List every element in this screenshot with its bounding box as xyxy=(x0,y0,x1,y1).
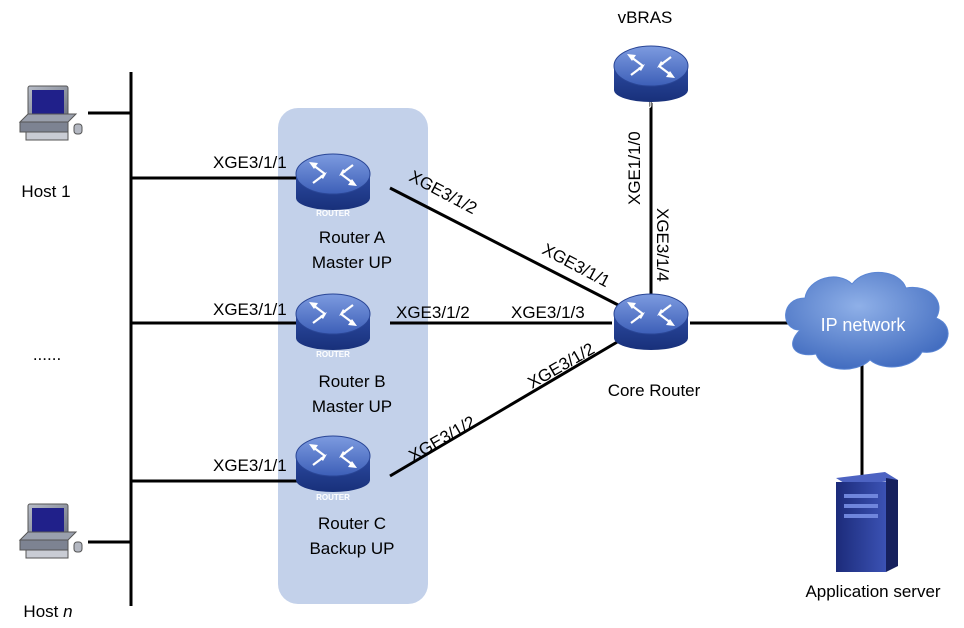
links xyxy=(88,72,864,606)
router-icon xyxy=(612,292,690,352)
port-label: XGE3/1/2 xyxy=(396,303,470,322)
application-server: Application server xyxy=(805,472,941,601)
ip-network-label: IP network xyxy=(821,315,907,335)
router-icon xyxy=(294,434,372,494)
server-icon xyxy=(836,472,898,572)
ip-network-cloud: IP network xyxy=(785,271,949,370)
port-label: XGE3/1/3 xyxy=(511,303,585,322)
router-b-name: Router B xyxy=(318,372,385,391)
router-a: ROUTER Router A Master UP xyxy=(294,152,392,272)
router-icon xyxy=(294,152,372,212)
host-1-label: Host 1 xyxy=(21,182,70,201)
application-server-label: Application server xyxy=(805,582,940,601)
router-icon xyxy=(612,44,690,104)
host-n-label: Host n xyxy=(23,602,72,621)
port-label: XGE1/1/0 xyxy=(625,131,644,205)
hosts-ellipsis: ...... xyxy=(33,345,61,364)
router-c-name: Router C xyxy=(318,514,386,533)
host-n: Host n xyxy=(19,503,83,621)
router-badge: ROUTER xyxy=(316,209,350,218)
router-badge: ROUTER xyxy=(634,350,668,359)
router-icon xyxy=(294,292,372,352)
cloud-icon xyxy=(785,271,949,370)
router-badge: ROUTER xyxy=(316,350,350,359)
core-router: ROUTER Core Router xyxy=(608,292,701,400)
router-a-role: Master UP xyxy=(312,253,392,272)
router-badge: ROUTER xyxy=(634,101,668,110)
port-label: XGE3/1/1 xyxy=(213,300,287,319)
port-label: XGE3/1/4 xyxy=(653,208,672,282)
router-b-role: Master UP xyxy=(312,397,392,416)
vbras: vBRAS ROUTER xyxy=(612,8,690,110)
router-c: ROUTER Router C Backup UP xyxy=(294,434,395,558)
port-label: XGE3/1/1 xyxy=(213,153,287,172)
port-label: XGE3/1/2 xyxy=(525,339,598,392)
port-label: XGE3/1/1 xyxy=(213,456,287,475)
vbras-label: vBRAS xyxy=(618,8,673,27)
router-b: ROUTER Router B Master UP xyxy=(294,292,392,416)
router-c-role: Backup UP xyxy=(309,539,394,558)
core-router-label: Core Router xyxy=(608,381,701,400)
link-router-c-core xyxy=(389,336,625,478)
pc-icon xyxy=(19,503,83,559)
host-1: Host 1 xyxy=(19,85,83,201)
link-router-a-core xyxy=(389,186,625,310)
router-badge: ROUTER xyxy=(316,493,350,502)
pc-icon xyxy=(19,85,83,141)
router-a-name: Router A xyxy=(319,228,386,247)
